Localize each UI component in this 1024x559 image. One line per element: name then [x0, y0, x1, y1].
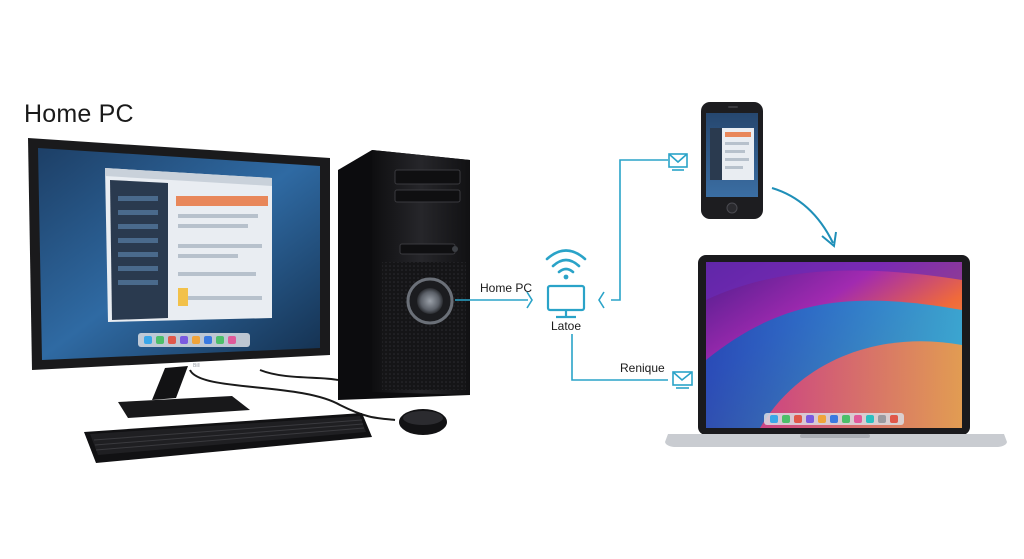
phone-home-button-icon: [726, 202, 738, 214]
home-pc-connection-label: Home PC: [480, 281, 533, 295]
arrow-icon: [771, 187, 834, 244]
envelope-icon: [668, 153, 688, 171]
keyboard: [84, 413, 372, 463]
computer-icon: [546, 284, 586, 319]
connection-chevron-left: [526, 291, 533, 309]
connection-chevron-right: [598, 291, 605, 309]
smartphone: [701, 102, 763, 219]
mouse: [399, 409, 447, 435]
envelope-icon: [672, 371, 693, 389]
wifi-icon: [545, 249, 587, 280]
connector-lines: [455, 159, 668, 381]
diagram-title: Home PC: [24, 100, 134, 128]
desktop-tower: [338, 150, 470, 400]
monitor-brand-label: Bill: [193, 363, 200, 369]
laptop: [665, 255, 1007, 447]
remote-connection-label: Renique: [620, 361, 665, 375]
desktop-monitor: Bill: [28, 138, 330, 418]
router-node-label: Latoe: [551, 319, 582, 333]
